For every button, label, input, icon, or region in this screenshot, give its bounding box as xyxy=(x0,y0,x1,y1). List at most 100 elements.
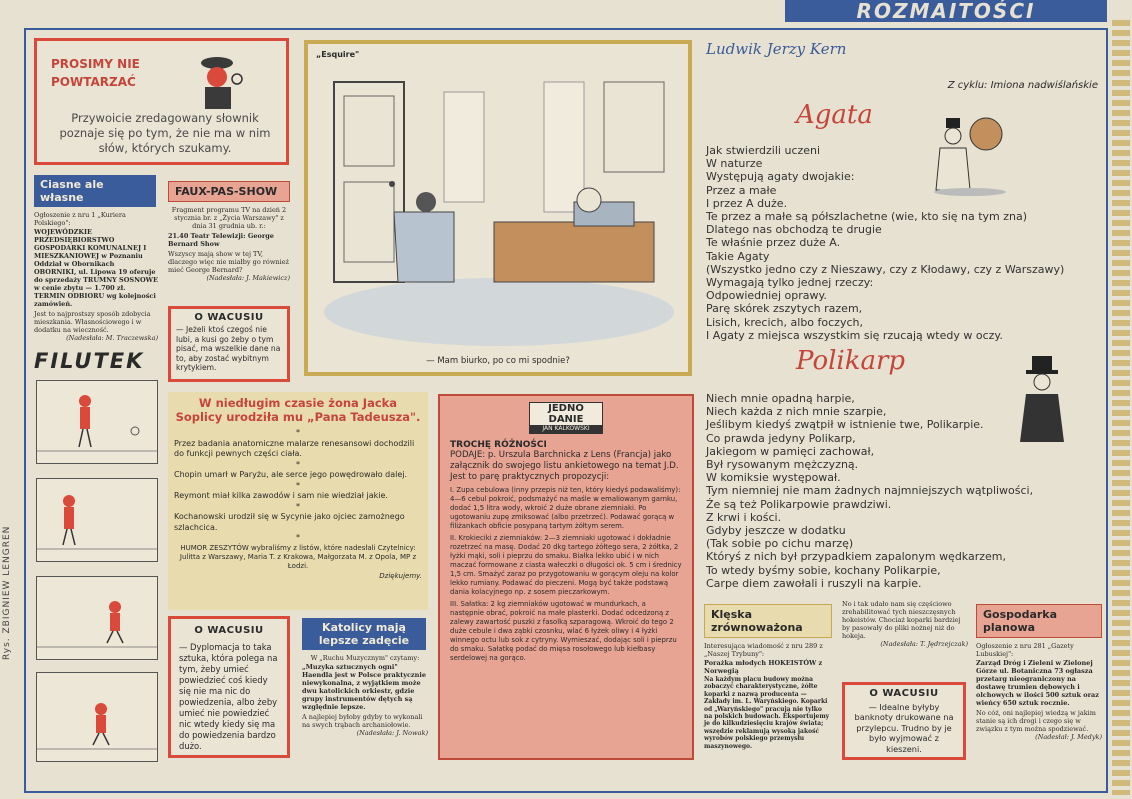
poem-agata: Jak stwierdzili uczeni W naturze Występu… xyxy=(706,144,1066,342)
katolicy-text-quote: „Muzyka sztucznych ogni" Haendla jest w … xyxy=(302,663,426,711)
katolicy-header: Katolicy mają lepsze zadęcie xyxy=(302,618,426,650)
gospodarka-text-ad: Zarząd Dróg i Zieleni w Zielonej Górze u… xyxy=(976,659,1099,707)
comic-panel-1 xyxy=(36,380,158,464)
polikarp-line: Niech mnie opadną harpie, xyxy=(706,392,855,405)
agata-line: I Agaty z miejsca wszystkim się rzucają … xyxy=(706,328,1003,342)
prosimy-text: Przywoicie zredagowany słownik poznaje s… xyxy=(59,111,271,155)
comic-figure-2 xyxy=(37,495,157,550)
fauxpas-signature: (Nadesłała: J. Makiewicz) xyxy=(206,274,290,282)
ciasne-text-intro: Ogłoszenie z nru 1 „Kuriera Polskiego": xyxy=(34,211,126,227)
comic-figure-4 xyxy=(37,703,157,750)
niedlugim-thanks: Dziękujemy. xyxy=(379,571,422,580)
kleska-continued: No i tak udało nam się częściowo zrehabi… xyxy=(842,600,968,680)
jedno-recipe-1: I. Zupa cebulowa (inny przepis niż ten, … xyxy=(450,486,681,531)
kleska-signature: (Nadesłała: T. Jędrzejczak) xyxy=(880,640,968,648)
agata-line: Takie Agaty xyxy=(706,249,770,263)
fauxpas-text-intro: Fragment programu TV na dzień 2 stycznia… xyxy=(171,206,287,230)
wacusiu-box-2: O WACUSIU — Dyplomacja to taka sztuka, k… xyxy=(168,616,290,758)
separator-star: * xyxy=(296,428,300,437)
gospodarka-signature: (Nadesłał: J. Medyk) xyxy=(1035,733,1102,741)
katolicy-text-comment: A najlepiej byłoby gdyby to wykonali na … xyxy=(302,713,423,729)
filutek-title: FILUTEK xyxy=(34,349,145,373)
comic-figure-1 xyxy=(37,395,157,452)
katolicy-signature: (Nadesłała: J. Nowak) xyxy=(356,729,428,737)
gospodarka-text-intro: Ogłoszenie z nru 281 „Gazety Lubuskiej": xyxy=(976,642,1074,658)
agata-line: Parę skórek zszytych razem, xyxy=(706,302,863,316)
polikarp-line: W komiksie występował. xyxy=(706,471,841,485)
agata-line: Przez a małe xyxy=(706,183,777,197)
polikarp-line: Carpe diem zawołali i ruszyli na karpie. xyxy=(706,576,922,590)
polikarp-line: (Tak sobie po cichu marzę) xyxy=(706,537,854,551)
kleska-header: Klęska zrównoważona xyxy=(704,604,832,638)
polikarp-line: Jakiegom w pamięci zachował, xyxy=(706,444,875,458)
ciasne-text-comment: Jest to najprostszy sposób zdobycia mies… xyxy=(34,310,151,334)
agata-line: I przez A duże. xyxy=(706,196,788,210)
fauxpas-header: FAUX-PAS-SHOW xyxy=(168,181,290,202)
ciasne-text-ad: WOJEWÓDZKIE PRZEDSIĘBIORSTWO GOSPODARKI … xyxy=(34,228,158,308)
section-masthead: ROZMAITOŚCI xyxy=(785,0,1107,22)
polikarp-line: Co prawda jedyny Polikarp, xyxy=(706,431,856,445)
katolicy-section: Katolicy mają lepsze zadęcie W „Ruchu Mu… xyxy=(302,618,428,764)
esquire-cartoon: „Esquire" — Mam biurko, po co mi spodnie… xyxy=(304,40,692,376)
jedno-title: TROCHĘ RÓŻNOŚCI xyxy=(450,440,547,450)
wacusiu-text-2: — Dyplomacja to taka sztuka, która poleg… xyxy=(179,642,278,751)
comic-panel-4 xyxy=(36,672,158,762)
kleska-text-comment: No i tak udało nam się częściowo zrehabi… xyxy=(842,600,961,640)
wacusiu-box-1: O WACUSIU — Jeżeli ktoś czegoś nie lubi,… xyxy=(168,306,290,382)
agata-line: Dlatego nas obchodzą te drugie xyxy=(706,223,882,237)
polikarp-line: Tym niemniej nie mam żadnych najmniejszy… xyxy=(706,484,1034,498)
niedlugim-section: W niedługim czasie żona Jacka Soplicy ur… xyxy=(168,392,428,610)
agata-line: Te właśnie przez duże A. xyxy=(706,236,841,250)
gospodarka-text-comment: No cóż, oni najlepiej wiedzą w jakim sta… xyxy=(976,709,1096,733)
niedlugim-footer: HUMOR ZESZYTÓW wybraliśmy z listów, któr… xyxy=(179,543,417,570)
wacusiu-title-2: O WACUSIU xyxy=(194,625,264,636)
cartoon-caption: — Mam biurko, po co mi spodnie? xyxy=(426,356,570,366)
fauxpas-section: FAUX-PAS-SHOW Fragment programu TV na dz… xyxy=(168,180,290,300)
agata-line: Jak stwierdzili uczeni xyxy=(706,144,821,157)
jedno-intro: PODAJE: p. Urszula Barchnicka z Lens (Fr… xyxy=(450,450,679,482)
polikarp-line: Z krwi i kości. xyxy=(706,510,782,524)
logo-word-1: JEDNO xyxy=(548,403,584,414)
jedno-danie-section: JEDNO DANIE JAN KALKOWSKI TROCHĘ RÓŻNOŚC… xyxy=(438,394,694,760)
agata-line: Te przez a małe są półszlachetne (wie, k… xyxy=(706,210,1028,224)
poem-author: Ludwik Jerzy Kern xyxy=(706,40,847,58)
poem-polikarp: Niech mnie opadną harpie, Niech każda z … xyxy=(706,392,1066,590)
wacusiu-title-3: O WACUSIU xyxy=(869,688,939,699)
gospodarka-section: Gospodarka planowa Ogłoszenie z nru 281 … xyxy=(976,604,1102,764)
wacusiu-text-1: — Jeżeli ktoś czegoś nie lubi, a kusi go… xyxy=(176,325,281,373)
wacusiu-title-1: O WACUSIU xyxy=(194,312,264,323)
niedlugim-item-2: Chopin umarł w Paryżu, ale serce jego po… xyxy=(174,470,408,479)
separator-star: * xyxy=(296,480,300,490)
decorative-border xyxy=(1112,20,1130,795)
niedlugim-item-3: Reymont miał kilka zawodów i sam nie wie… xyxy=(174,491,388,500)
ciasne-signature: (Nadesłała: M. Traczewska) xyxy=(66,334,158,342)
office-desk-illustration xyxy=(324,81,674,346)
kleska-section: Klęska zrównoważona Interesująca wiadomo… xyxy=(704,604,832,764)
polikarp-line: Jeślibym kiedyś zwątpił w istnienie twe,… xyxy=(706,418,984,432)
illustrator-credit: Rys. ZBIGNIEW LENGREN xyxy=(2,525,12,660)
page-border xyxy=(24,28,1108,793)
woman-with-fur-illustration xyxy=(934,117,1006,196)
jedno-recipe-2: II. Krokieciki z ziemniaków: 2—3 ziemnia… xyxy=(450,534,682,597)
polikarp-line: Że są też Polikarpowie prawdziwi. xyxy=(706,497,892,511)
kleska-text-intro: Interesująca wiadomość z nru 289 z „Nasz… xyxy=(704,642,823,658)
poem-cycle: Z cyklu: Imiona nadwiślańskie xyxy=(947,80,1098,91)
fauxpas-text-comment: Wszyscy mają show w tej TV, dlaczego wię… xyxy=(168,250,289,274)
agata-line: Występują agaty dwojakie: xyxy=(706,170,855,184)
polikarp-line: To wtedy byśmy sobie, kochany Polikarpie… xyxy=(706,563,941,577)
fauxpas-text-program: 21.40 Teatr Telewizji: George Bernard Sh… xyxy=(168,232,274,248)
agata-line: Wymagają tylko jednej rzeczy: xyxy=(706,276,874,290)
polikarp-line: Niech każda z nich mnie szarpie, xyxy=(706,405,887,419)
poem-title-agata: Agata xyxy=(796,100,873,130)
agata-line: Lisich, krecich, albo foczych, xyxy=(706,315,863,329)
polikarp-line: Któryś z nich był przypadkiem zapalonym … xyxy=(706,550,1007,564)
poem-title-polikarp: Polikarp xyxy=(796,346,906,376)
man-with-top-hat-illustration xyxy=(1020,356,1064,442)
niedlugim-items: * Przez badania anatomiczne malarze rene… xyxy=(174,428,422,581)
filutek-title-box: FILUTEK xyxy=(34,346,162,376)
wacusiu-text-3: — Idealne byłyby banknoty drukowane na p… xyxy=(854,702,954,754)
prosimy-title: PROSIMY NIE POWTARZAĆ xyxy=(51,57,140,89)
hatted-man-illustration xyxy=(201,57,243,109)
agata-line: (Wszystko jedno czy z Nieszawy, czy z Kł… xyxy=(706,262,1065,276)
